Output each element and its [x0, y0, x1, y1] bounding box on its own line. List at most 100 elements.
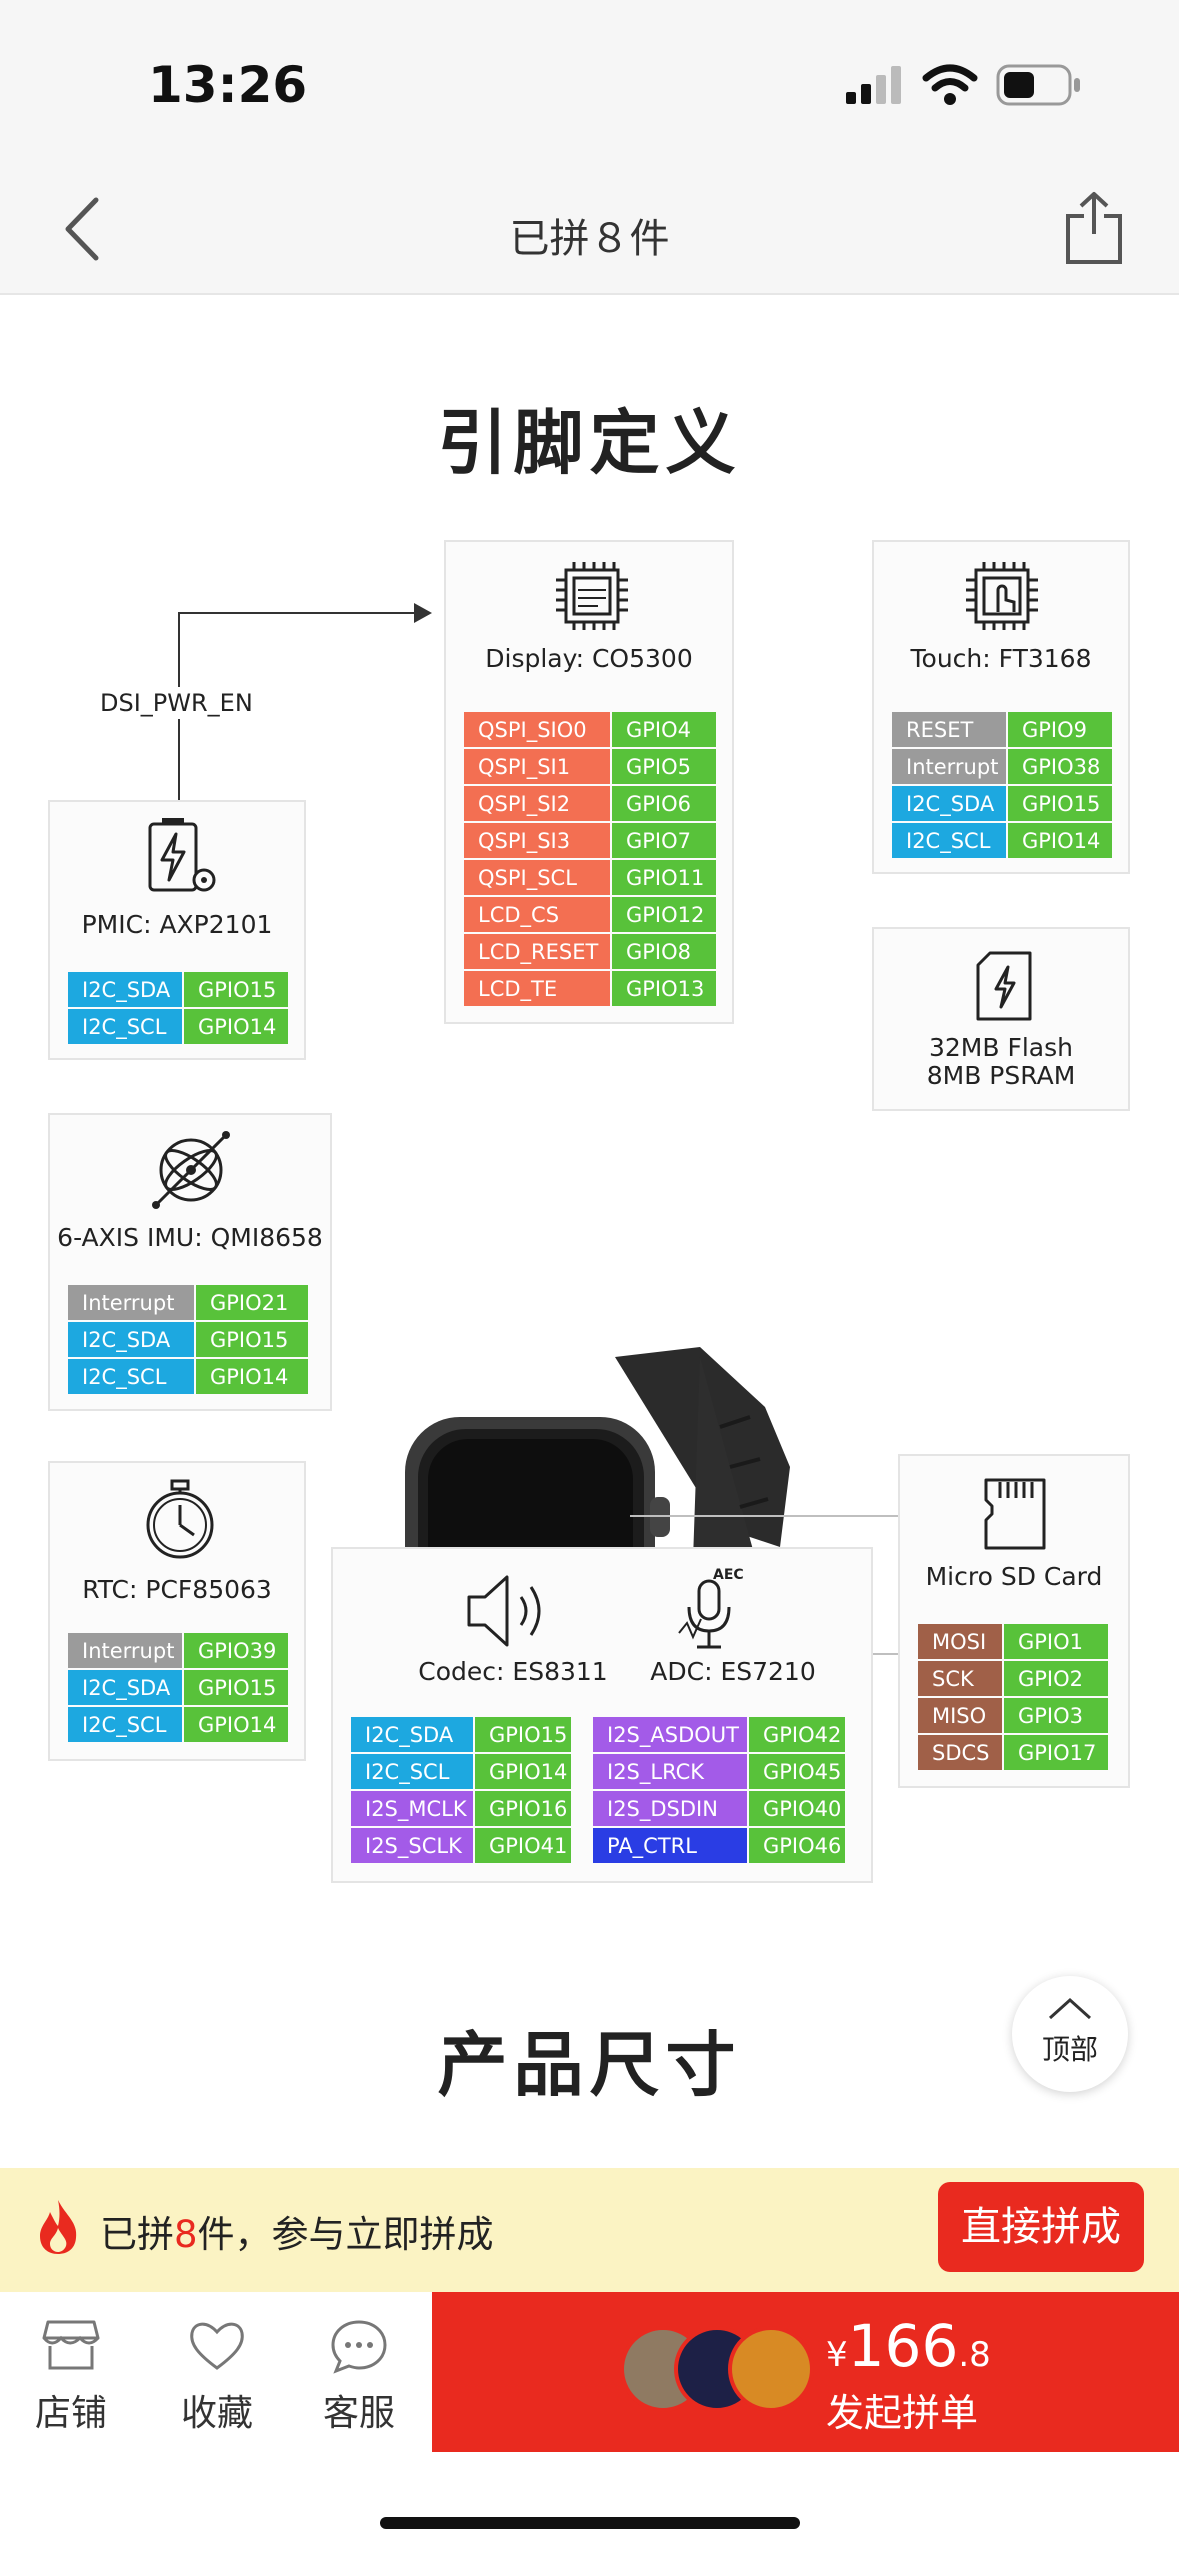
bottom-action-bar: 店铺 收藏 客服 ¥166.8 发起拼单 [0, 2292, 1179, 2452]
shop-button[interactable]: 店铺 [24, 2318, 118, 2434]
service-button[interactable]: 客服 [312, 2318, 406, 2434]
pin-gpio: GPIO8 [612, 934, 716, 969]
pin-gpio: GPIO21 [196, 1285, 308, 1320]
product-detail-image: 引脚定义 DSI_PWR_EN Display: CO5300 QSPI_SIO… [0, 297, 1179, 2167]
chat-icon [331, 2320, 387, 2374]
start-group-buy-button[interactable]: ¥166.8 发起拼单 [432, 2292, 1179, 2452]
pin-gpio: GPIO41 [475, 1828, 571, 1863]
pin-function: I2S_LRCK [593, 1754, 747, 1789]
pin-gpio: GPIO45 [749, 1754, 845, 1789]
back-to-top-label: 顶部 [1041, 2033, 1098, 2066]
speaker-icon [467, 1575, 541, 1647]
pin-function: SCK [918, 1661, 1002, 1696]
start-group-label: 发起拼单 [826, 2391, 979, 2435]
group-buy-text: 已拼8件，参与立即拼成 [100, 2213, 494, 2256]
pin-function: SDCS [918, 1735, 1002, 1770]
arrow-right-icon [414, 603, 432, 623]
pin-gpio: GPIO14 [196, 1359, 308, 1394]
pin-gpio: GPIO46 [749, 1828, 845, 1863]
pin-function: QSPI_SI2 [464, 786, 610, 821]
imu-label: 6-AXIS IMU: QMI8658 [57, 1223, 323, 1252]
group-buy-bar: 已拼8件，参与立即拼成 直接拼成 [0, 2168, 1179, 2292]
nav-bar: 已拼８件 [0, 170, 1179, 295]
touch-chip-icon [966, 562, 1038, 630]
shop-icon [42, 2320, 100, 2370]
join-now-button[interactable]: 直接拼成 [938, 2182, 1144, 2272]
pin-gpio: GPIO12 [612, 897, 716, 932]
adc-label: ADC: ES7210 [650, 1657, 816, 1686]
pin-function: LCD_CS [464, 897, 610, 932]
codec-label: Codec: ES8311 [418, 1657, 608, 1686]
group-price: ¥166.8 [826, 2312, 991, 2380]
pin-function: I2S_DSDIN [593, 1791, 747, 1826]
pin-function: I2C_SCL [68, 1009, 182, 1044]
stopwatch-icon [146, 1479, 214, 1559]
back-to-top-button[interactable]: 顶部 [1012, 1976, 1128, 2092]
pin-function: MISO [918, 1698, 1002, 1733]
favorite-button[interactable]: 收藏 [170, 2318, 264, 2434]
sd-storage-icon [976, 951, 1032, 1021]
pin-gpio: GPIO42 [749, 1717, 845, 1752]
signal-icon [846, 66, 901, 104]
pin-gpio: GPIO13 [612, 971, 716, 1006]
page-title: 已拼８件 [509, 216, 670, 262]
back-icon[interactable] [60, 194, 110, 264]
home-indicator[interactable] [380, 2517, 800, 2529]
pin-gpio: GPIO14 [184, 1009, 288, 1044]
sd-label: Micro SD Card [925, 1562, 1103, 1591]
fire-icon [40, 2200, 77, 2254]
touch-label: Touch: FT3168 [910, 644, 1092, 673]
pin-gpio: GPIO4 [612, 712, 716, 747]
pin-gpio: GPIO16 [475, 1791, 571, 1826]
pin-gpio: GPIO17 [1004, 1735, 1108, 1770]
share-icon[interactable] [1064, 190, 1124, 266]
battery-icon [996, 64, 1080, 106]
pin-function: I2S_MCLK [351, 1791, 473, 1826]
micro-sd-icon [984, 1478, 1046, 1550]
pin-function: PA_CTRL [593, 1828, 747, 1863]
pin-function: MOSI [918, 1624, 1002, 1659]
pin-gpio: GPIO7 [612, 823, 716, 858]
pin-gpio: GPIO15 [184, 1670, 288, 1705]
battery-charge-icon [148, 818, 216, 892]
pin-gpio: GPIO3 [1004, 1698, 1108, 1733]
pin-function: QSPI_SCL [464, 860, 610, 895]
shop-label: 店铺 [34, 2393, 107, 2434]
pin-function: I2C_SDA [892, 786, 1006, 821]
pin-gpio: GPIO15 [1008, 786, 1112, 821]
pin-gpio: GPIO2 [1004, 1661, 1108, 1696]
pin-function: QSPI_SI3 [464, 823, 610, 858]
flash-line2: 8MB PSRAM [926, 1061, 1076, 1090]
heart-icon [190, 2322, 244, 2370]
service-label: 客服 [322, 2393, 395, 2434]
pin-gpio: GPIO14 [475, 1754, 571, 1789]
